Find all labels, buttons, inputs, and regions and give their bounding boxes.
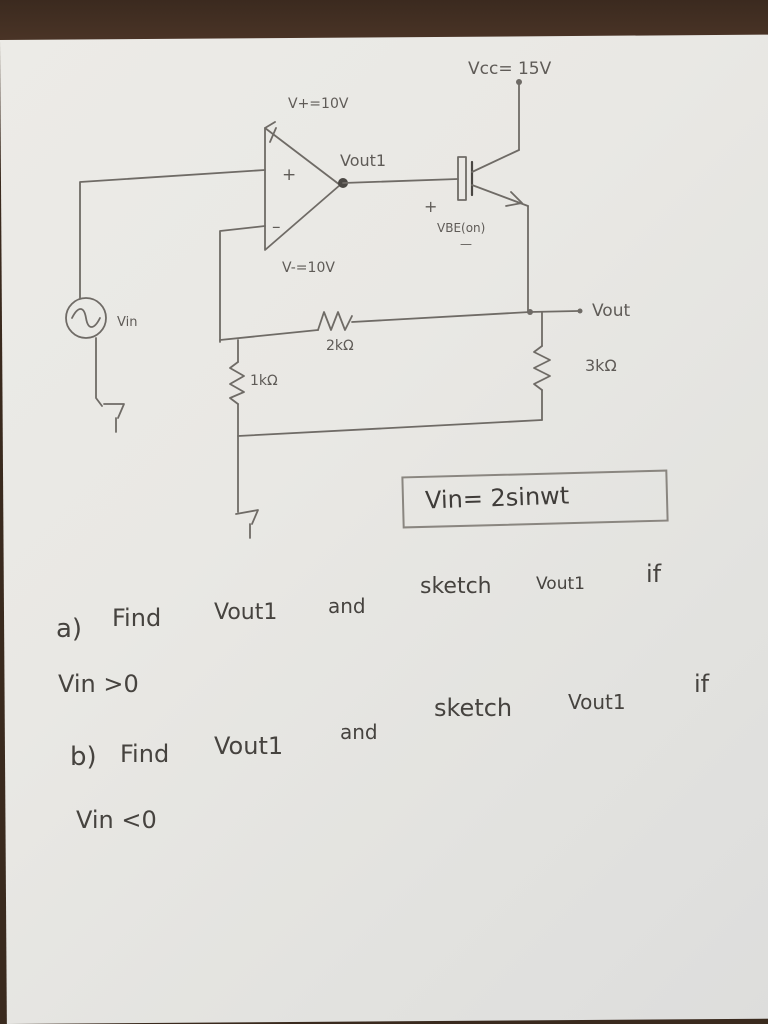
- opamp-corner-marks: [264, 121, 277, 143]
- transistor-emitter: [471, 184, 529, 207]
- r3k-resistor-icon: [533, 345, 551, 391]
- vin-input-wire: [79, 169, 266, 299]
- question-a-if: if: [646, 560, 662, 588]
- r2k-right-wire: [351, 311, 531, 323]
- question-b-and: and: [340, 720, 378, 744]
- question-b-vout1-second: Vout1: [568, 690, 626, 714]
- transistor-base-block: [457, 156, 467, 201]
- question-a-find: Find: [112, 604, 162, 632]
- question-b-find: Find: [120, 740, 170, 768]
- opamp-plus: +: [282, 165, 296, 185]
- question-b-if: if: [694, 670, 710, 698]
- r2k-label: 2kΩ: [326, 338, 354, 354]
- bottom-ground-icon: [235, 509, 259, 539]
- ground-rail-wire: [237, 419, 543, 437]
- r3k-label: 3kΩ: [585, 356, 617, 375]
- vin-source-icon: [71, 308, 101, 328]
- opamp-minus: –: [272, 217, 281, 237]
- opamp-triangle: [264, 127, 341, 251]
- question-a-vout1: Vout1: [214, 600, 278, 625]
- vin-ground-icon: [103, 403, 125, 433]
- feedback-wire: [219, 225, 266, 343]
- vout-label: Vout: [592, 301, 630, 321]
- transistor-collector: [471, 149, 520, 173]
- vbe-label: VBE(on): [437, 221, 485, 235]
- vout-wire: [529, 310, 579, 313]
- vout-terminal: [577, 308, 583, 314]
- question-b-condition: Vin <0: [76, 806, 157, 834]
- question-b-vout1: Vout1: [214, 732, 284, 760]
- vout1-label: Vout1: [340, 151, 386, 170]
- question-a-vout1-second: Vout1: [536, 574, 585, 594]
- given-formula: Vin= 2sinwt: [424, 481, 570, 515]
- vbe-plus: +: [424, 197, 437, 216]
- opamp-to-base-wire: [342, 178, 459, 184]
- question-b-prefix: b): [70, 742, 97, 772]
- question-a-and: and: [328, 594, 366, 618]
- question-a-condition: Vin >0: [58, 670, 139, 698]
- vminus-label: V-=10V: [282, 260, 335, 276]
- r1k-label: 1kΩ: [250, 373, 278, 389]
- r2k-left-wire: [219, 329, 319, 341]
- vplus-label: V+=10V: [288, 96, 349, 112]
- transistor-emitter-arrow: [505, 191, 523, 207]
- question-a-prefix: a): [56, 614, 83, 644]
- vin-label: Vin: [117, 315, 137, 330]
- r2k-resistor-icon: [317, 311, 353, 331]
- vcc-label: Vcc= 15V: [468, 59, 552, 79]
- vin-source-circle: [65, 297, 107, 339]
- vin-ground-wire: [95, 337, 103, 407]
- question-a-sketch: sketch: [420, 574, 492, 599]
- question-b-sketch: sketch: [434, 694, 513, 722]
- vbe-minus: —: [460, 237, 472, 251]
- r1k-resistor-icon: [229, 361, 245, 405]
